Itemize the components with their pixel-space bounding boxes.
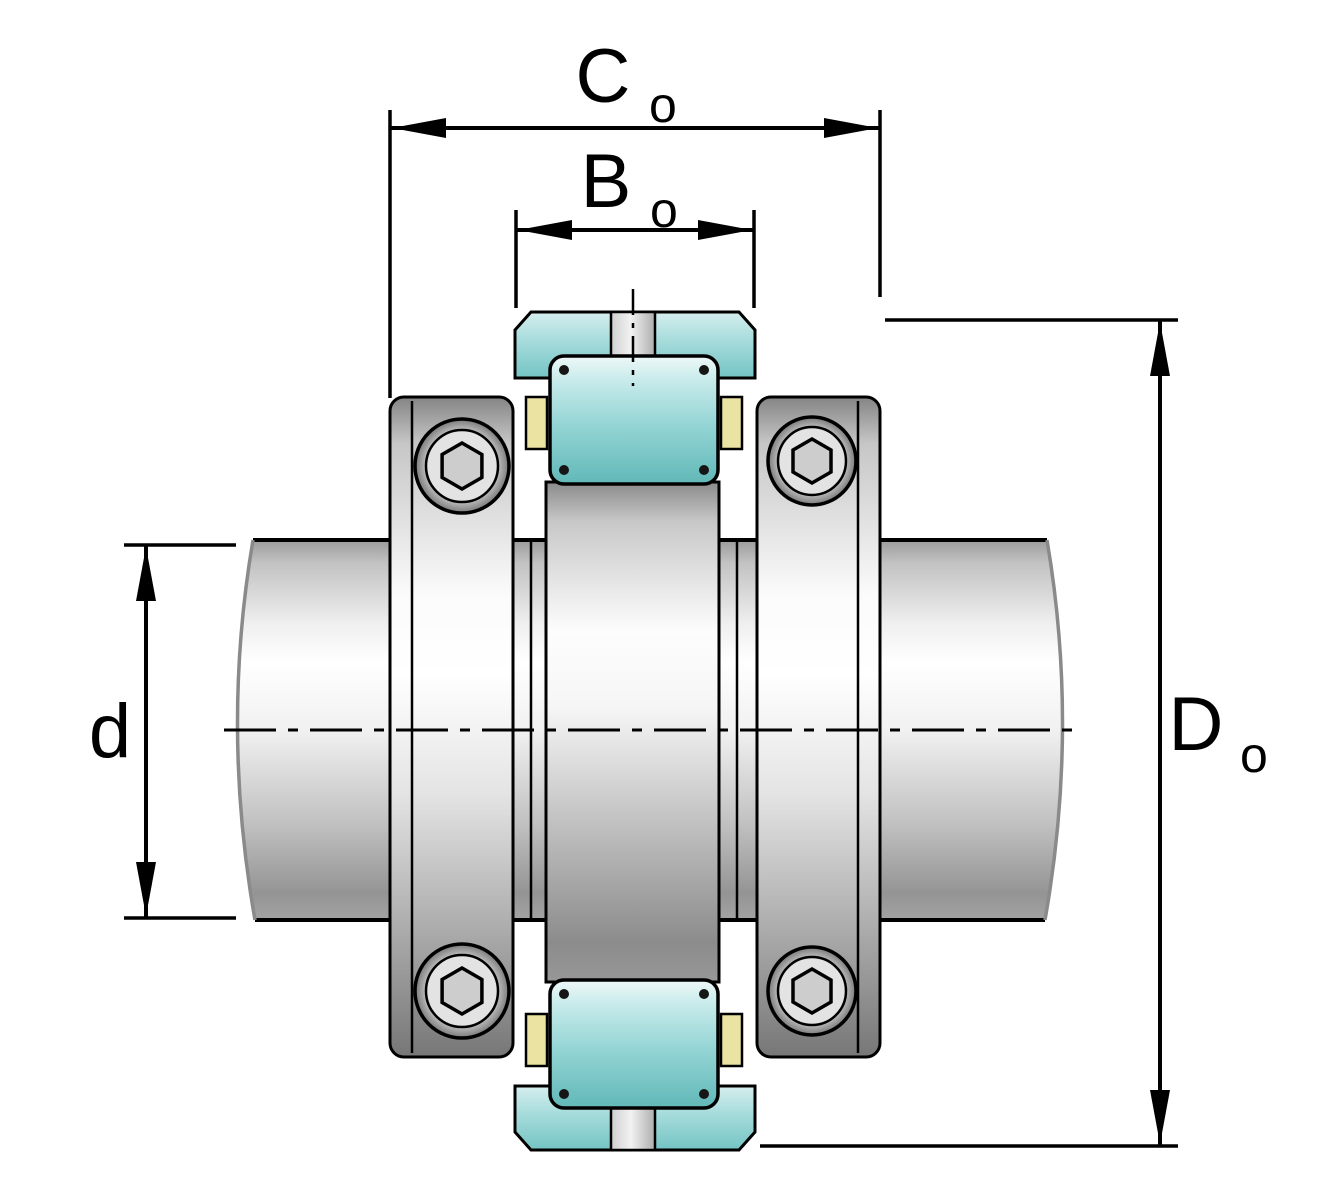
- c0-label: C: [576, 34, 631, 119]
- c0-label-sub: o: [649, 77, 677, 133]
- cage-top-left: [524, 395, 549, 451]
- roller-corner-mark: [699, 1089, 709, 1099]
- roller-corner-mark: [699, 989, 709, 999]
- d-label: d: [89, 689, 131, 774]
- roller-corner-mark: [559, 365, 569, 375]
- d0-arrow-top: [1150, 322, 1170, 376]
- roller-corner-mark: [559, 465, 569, 475]
- roller-bottom: [548, 978, 720, 1110]
- d0-arrow-bottom: [1150, 1090, 1170, 1144]
- clamp-ring-left: [388, 395, 515, 1059]
- cage-bottom-left: [524, 1012, 549, 1068]
- d-arrow-top: [136, 547, 156, 601]
- d0-label: D: [1169, 682, 1224, 767]
- roller-corner-mark: [559, 989, 569, 999]
- screw-bottom-left: [413, 942, 511, 1040]
- dimension-d: d: [89, 543, 236, 920]
- bearing-assembly: [388, 310, 882, 1152]
- b0-label: B: [581, 139, 632, 224]
- dimension-b0: B o: [514, 139, 756, 308]
- dimension-d0: D o: [760, 318, 1268, 1148]
- d-arrow-bottom: [136, 862, 156, 916]
- b0-arrow-right: [698, 220, 752, 240]
- cage-top-right: [719, 395, 744, 451]
- screw-top-left: [413, 417, 511, 515]
- cage-bottom-right: [719, 1012, 744, 1068]
- roller-corner-mark: [699, 365, 709, 375]
- screw-top-right: [766, 415, 858, 507]
- roller-corner-mark: [559, 1089, 569, 1099]
- roller-top: [548, 354, 720, 486]
- hex-socket-icon: [791, 966, 833, 1016]
- clamp-ring-right: [755, 395, 882, 1059]
- c0-arrow-right: [824, 118, 878, 138]
- d0-label-sub: o: [1240, 727, 1268, 783]
- hex-socket-icon: [791, 436, 833, 486]
- inner-sleeve: [544, 480, 721, 984]
- b0-arrow-left: [518, 220, 572, 240]
- c0-arrow-left: [392, 118, 446, 138]
- dimension-c0: C o: [388, 34, 882, 398]
- screw-bottom-right: [766, 945, 858, 1037]
- roller-corner-mark: [699, 465, 709, 475]
- hex-socket-icon: [440, 965, 484, 1017]
- b0-label-sub: o: [650, 182, 678, 238]
- hex-socket-icon: [440, 440, 484, 492]
